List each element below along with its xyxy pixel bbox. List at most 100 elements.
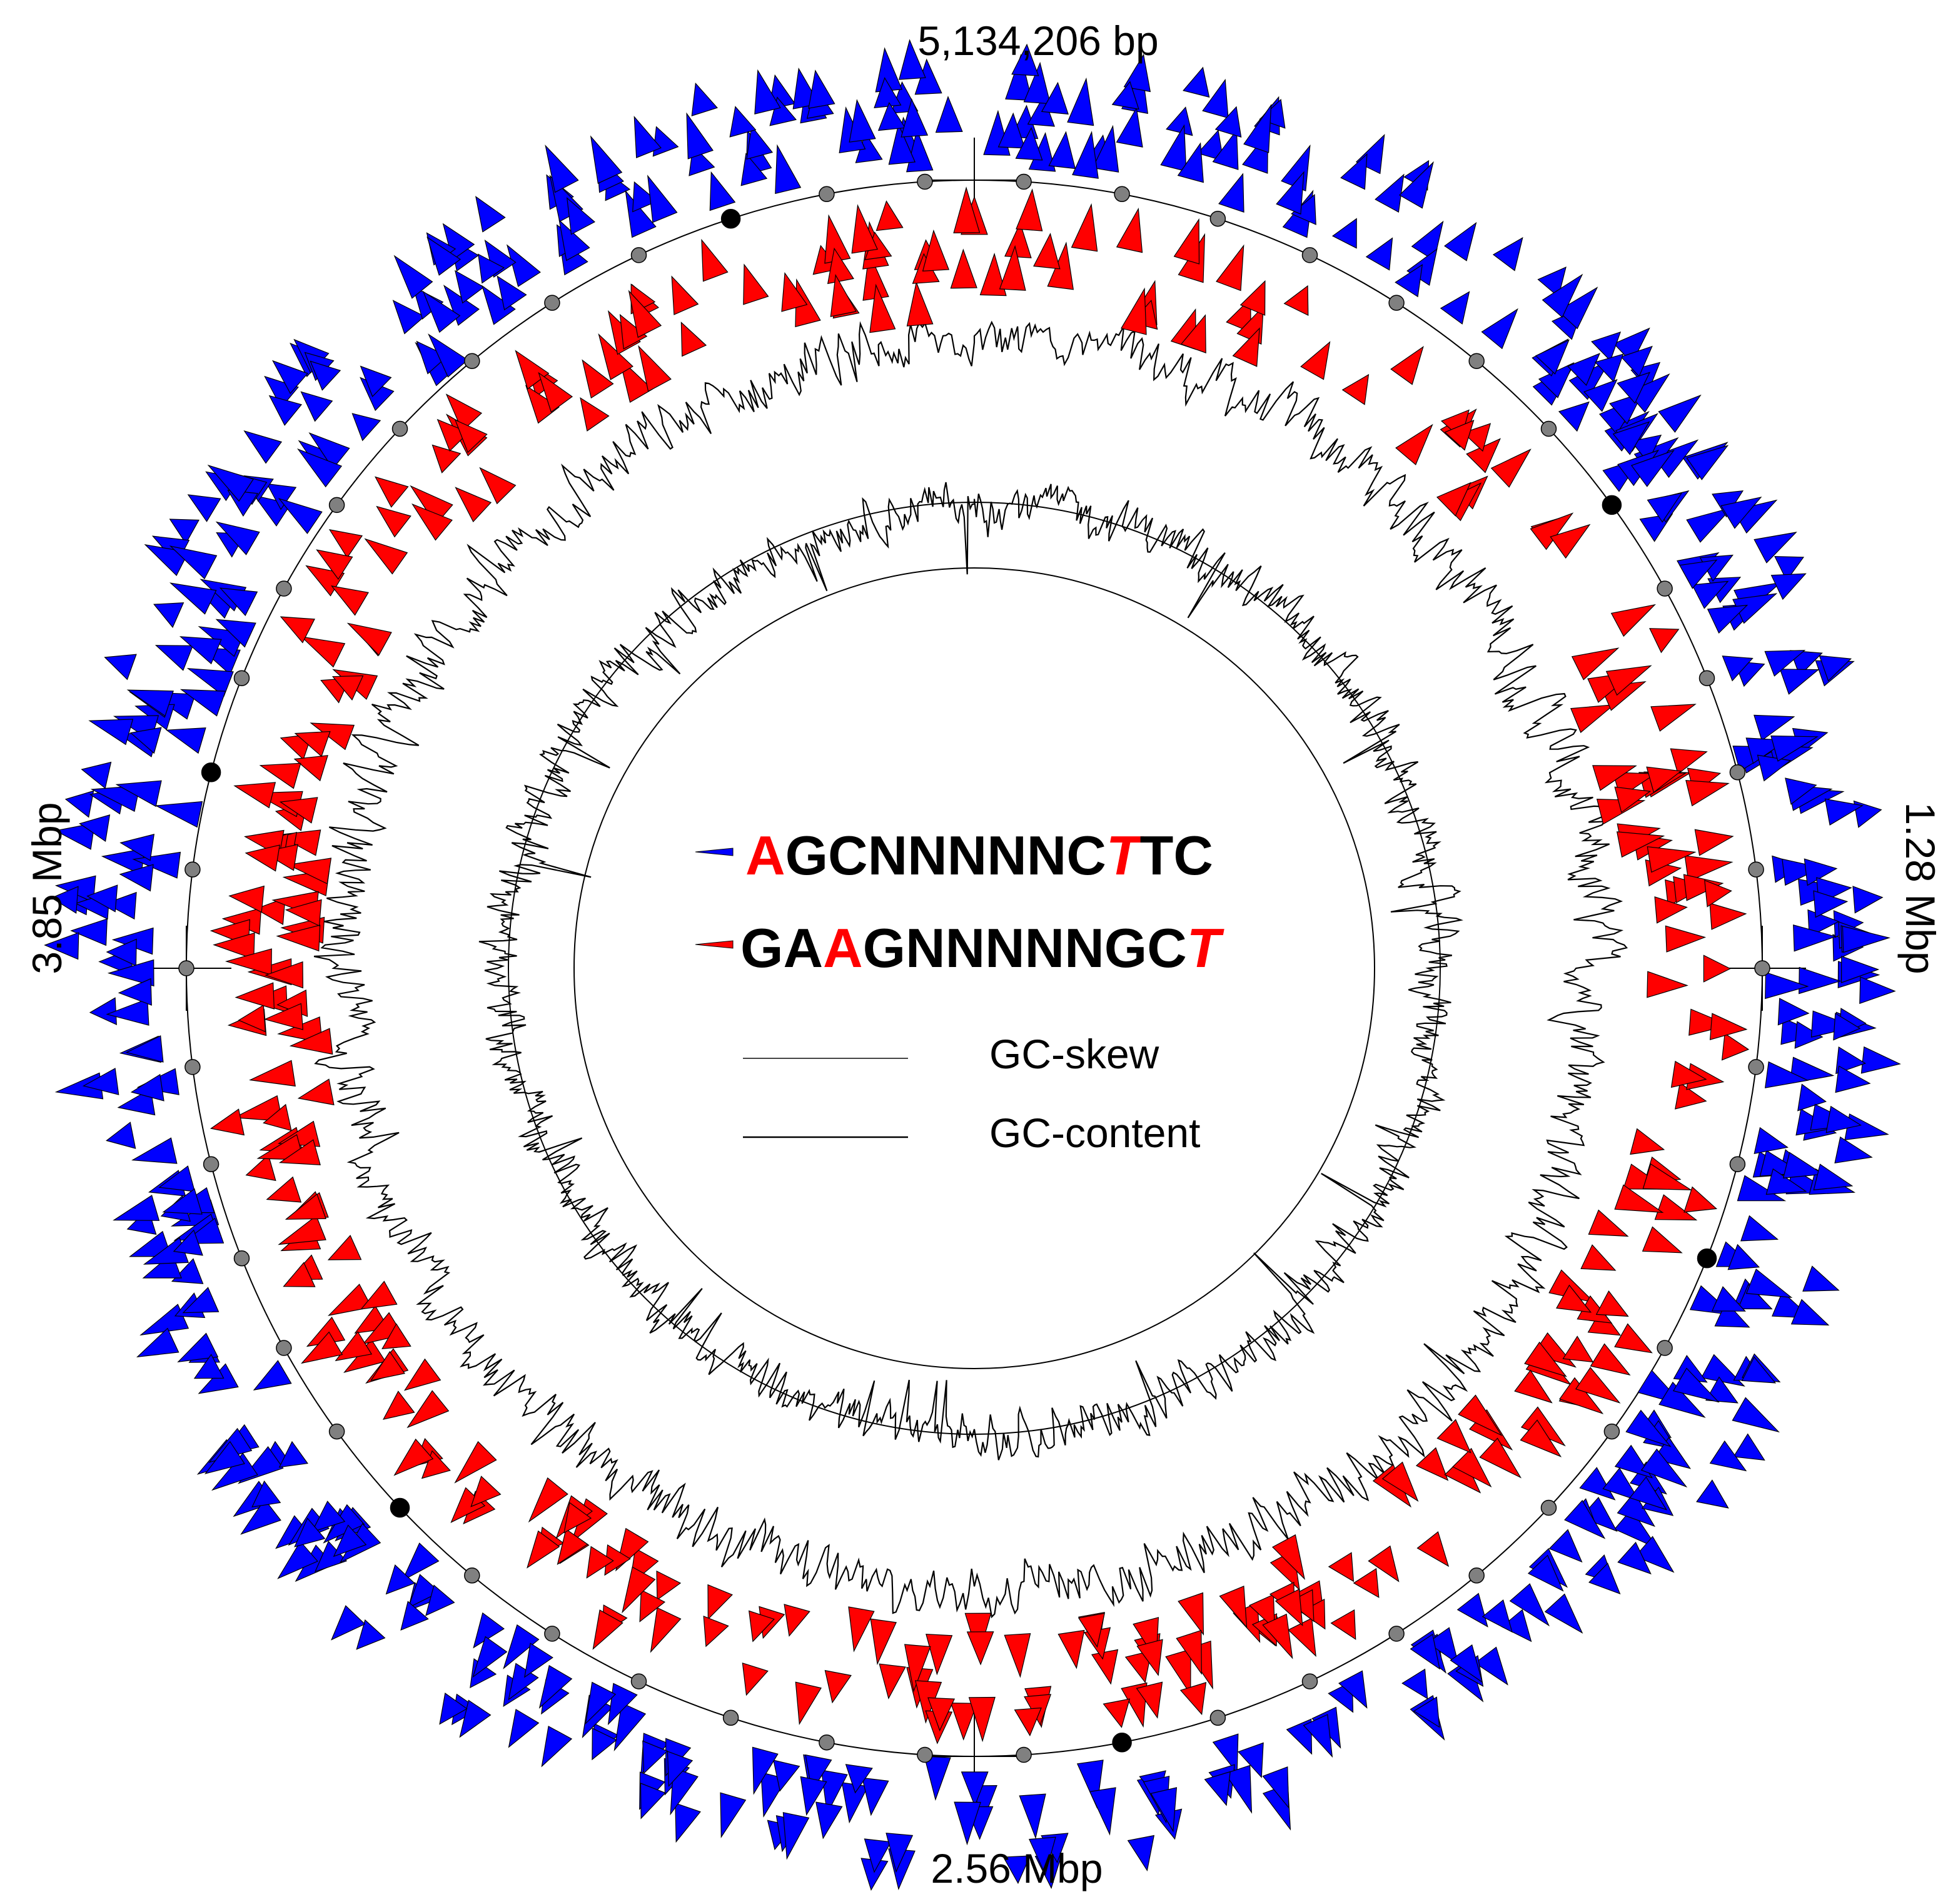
motif-reverse-part-3: GNNNNNGC: [863, 917, 1187, 979]
backbone-marker: [1016, 1746, 1032, 1763]
forward-site-marker: [670, 1767, 699, 1816]
forward-site-marker: [129, 727, 162, 754]
reverse-site-marker: [265, 961, 304, 989]
forward-site-marker: [1262, 1766, 1289, 1809]
forward-site-marker: [1015, 127, 1043, 161]
forward-site-marker: [1639, 513, 1673, 542]
forward-site-marker: [1602, 1467, 1640, 1502]
forward-site-markers: [44, 39, 1901, 1891]
forward-site-marker: [207, 464, 255, 502]
backbone-marker: [1468, 353, 1485, 369]
reverse-site-marker: [294, 731, 331, 757]
forward-site-marker: [1733, 1433, 1765, 1461]
forward-site-marker: [754, 69, 781, 114]
forward-site-marker: [886, 1833, 914, 1873]
forward-site-marker: [240, 1499, 281, 1535]
backbone-marker: [391, 420, 408, 437]
reverse-site-marker: [968, 1696, 996, 1743]
forward-site-marker: [1401, 1668, 1428, 1699]
forward-site-marker: [253, 1360, 292, 1390]
reverse-site-marker: [1014, 1707, 1042, 1736]
reverse-site-marker: [278, 1139, 321, 1165]
forward-site-marker: [538, 1664, 573, 1709]
backbone-marker: [1209, 210, 1226, 227]
reverse-site-marker: [454, 1441, 497, 1484]
reverse-site-marker: [256, 1134, 304, 1160]
forward-site-marker: [1567, 353, 1601, 386]
forward-site-marker: [294, 1517, 326, 1547]
forward-site-marker: [1395, 264, 1423, 298]
reverse-site-marker: [1670, 748, 1708, 775]
reverse-site-marker: [381, 1323, 411, 1349]
forward-site-marker: [729, 106, 757, 138]
forward-site-marker: [136, 1327, 179, 1358]
backbone-marker: [917, 1746, 933, 1763]
forward-site-marker: [1764, 650, 1806, 677]
reverse-site-marker: [1524, 1341, 1567, 1377]
motif-forward-part-4: TC: [1140, 824, 1213, 886]
reverse-site-marker: [1610, 604, 1657, 637]
forward-site-marker: [193, 1354, 225, 1379]
reverse-site-marker: [1683, 874, 1724, 901]
reverse-site-marker: [1004, 1633, 1031, 1678]
forward-site-marker: [849, 99, 876, 143]
reverse-site-marker: [1694, 829, 1734, 856]
forward-site-marker: [1810, 1010, 1857, 1038]
forward-site-marker: [106, 998, 149, 1026]
forward-site-marker: [278, 498, 323, 534]
forward-site-marker: [1630, 449, 1675, 487]
forward-site-marker: [1640, 1448, 1688, 1488]
backbone-marker-major: [390, 1497, 410, 1518]
forward-site-marker: [154, 801, 203, 828]
forward-site-marker: [1340, 153, 1368, 190]
forward-site-marker: [392, 300, 425, 335]
forward-site-marker: [455, 270, 485, 304]
reverse-site-marker: [598, 333, 633, 380]
forward-site-marker: [1782, 1152, 1824, 1179]
forward-site-marker: [1111, 81, 1139, 110]
reverse-site-marker: [301, 1331, 343, 1364]
reverse-site-marker: [283, 1262, 316, 1287]
reverse-site-marker: [228, 885, 265, 913]
forward-site-marker: [51, 886, 79, 914]
backbone-marker: [328, 1423, 345, 1440]
reverse-site-marker: [1272, 1534, 1305, 1581]
forward-site-marker: [1737, 1175, 1787, 1202]
reverse-site-marker: [285, 899, 322, 927]
forward-site-marker: [1535, 339, 1570, 375]
reverse-site-marker: [1124, 1650, 1152, 1684]
forward-site-marker: [1774, 555, 1805, 582]
reverse-site-marker: [1683, 1186, 1718, 1213]
backbone-markers: [178, 173, 1770, 1763]
reverse-site-marker: [527, 1530, 560, 1569]
forward-site-marker: [106, 1122, 136, 1149]
reverse-site-marker: [289, 1028, 333, 1055]
backbone-marker: [1301, 1673, 1318, 1689]
reverse-site-marker: [297, 1078, 335, 1106]
forward-site-marker: [1399, 161, 1434, 209]
forward-site-marker: [503, 1624, 540, 1669]
reverse-site-marker: [1614, 1323, 1653, 1354]
forward-site-marker: [1737, 1284, 1773, 1310]
forward-site-marker: [158, 1165, 196, 1192]
forward-site-marker: [1860, 1046, 1901, 1074]
forward-site-marker: [1824, 798, 1864, 826]
backbone-marker: [1468, 1567, 1485, 1584]
forward-site-marker: [558, 219, 590, 261]
reverse-site-marker: [1341, 373, 1370, 405]
reverse-site-marker: [742, 1662, 769, 1696]
backbone-marker: [1603, 1423, 1620, 1440]
reverse-site-marker: [557, 1528, 588, 1566]
forward-site-marker: [407, 1574, 441, 1609]
reverse-site-marker: [1550, 524, 1591, 559]
reverse-site-marker: [538, 372, 573, 413]
reverse-site-marker: [235, 982, 275, 1010]
reverse-site-marker: [285, 1193, 326, 1220]
forward-site-marker: [1023, 61, 1051, 104]
reverse-site-marker: [953, 186, 981, 234]
label-bottom: 2.56 Mbp: [931, 1845, 1103, 1891]
backbone-marker-major: [1112, 1732, 1132, 1753]
forward-site-marker: [473, 1612, 505, 1649]
forward-site-marker: [1819, 655, 1852, 682]
forward-site-marker: [901, 98, 929, 138]
